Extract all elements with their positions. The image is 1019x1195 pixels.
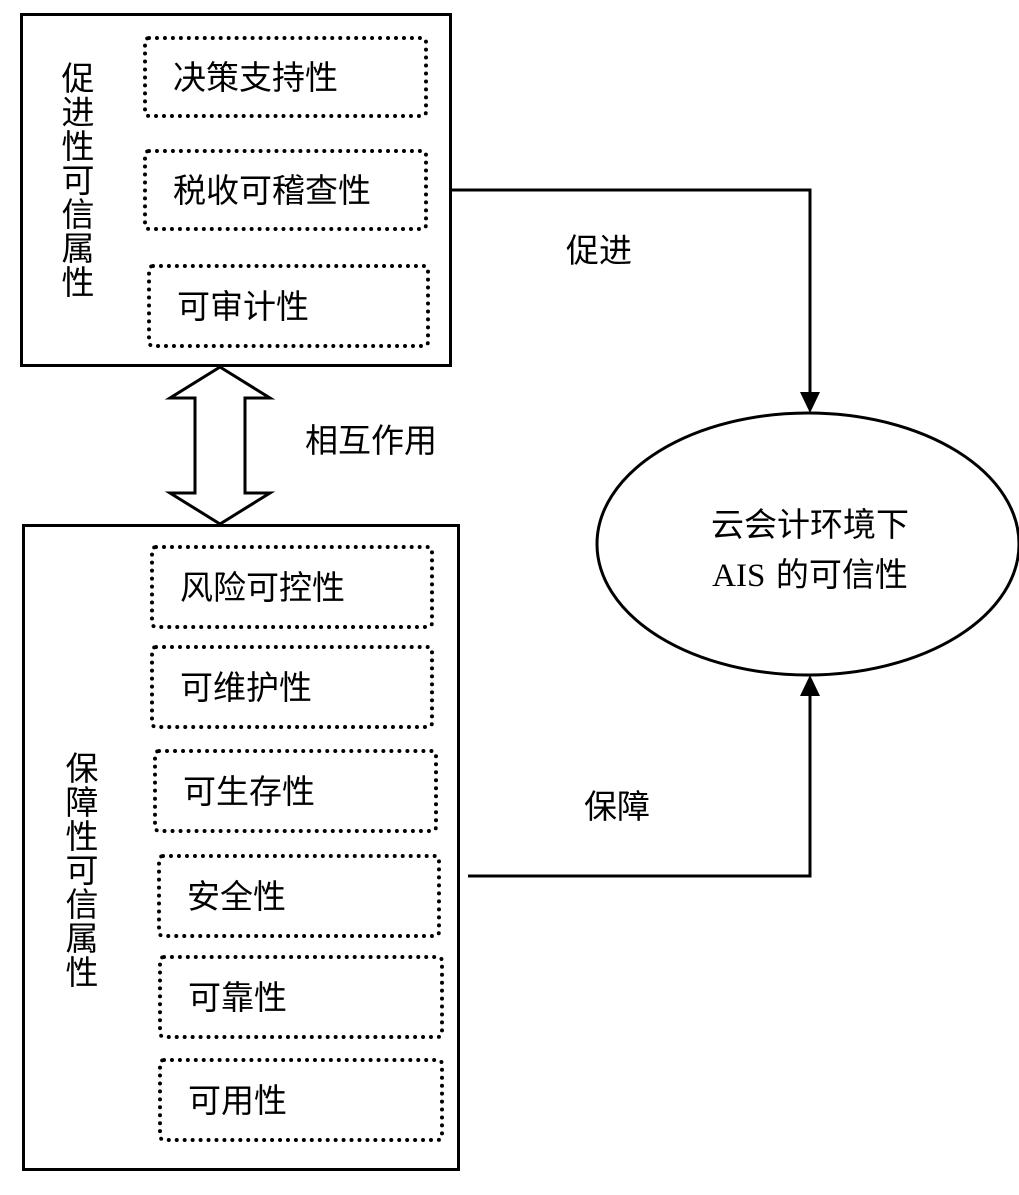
title-char: 进 <box>61 92 95 132</box>
title-char: 性 <box>65 816 99 856</box>
attribute-risk-controllability: 风险可控性 <box>150 545 434 629</box>
title-char: 性 <box>65 952 99 992</box>
interaction-label: 相互作用 <box>305 421 437 460</box>
title-char: 属 <box>65 918 99 958</box>
target-ellipse <box>595 411 1019 677</box>
title-char: 属 <box>61 228 95 268</box>
title-char: 性 <box>61 262 95 302</box>
promote-arrowhead <box>800 392 820 413</box>
title-char: 促 <box>61 59 95 98</box>
attribute-reliability: 可靠性 <box>158 955 444 1039</box>
target-line1: 云会计环境下 <box>711 505 909 544</box>
guarantee-connector <box>468 693 812 878</box>
target-line2-rest: 的可信性 <box>765 555 908 594</box>
attribute-availability: 可用性 <box>158 1058 444 1142</box>
attribute-decision-support: 决策支持性 <box>143 36 428 118</box>
title-char: 性 <box>61 126 95 166</box>
promoting-attributes-title: 促 进 性 可 信 属 性 <box>58 62 98 300</box>
title-char: 可 <box>61 160 95 200</box>
attribute-auditability: 可审计性 <box>147 264 430 348</box>
guarantee-arrowhead <box>800 675 820 696</box>
promote-connector <box>452 188 812 395</box>
attribute-survivability: 可生存性 <box>153 749 438 833</box>
attribute-security: 安全性 <box>157 854 441 938</box>
target-line2: AIS 的可信性 <box>600 550 1019 601</box>
title-char: 信 <box>61 194 95 234</box>
title-char: 可 <box>65 850 99 890</box>
title-char: 信 <box>65 884 99 924</box>
target-ellipse-text: 云会计环境下 AIS 的可信性 <box>600 500 1019 601</box>
target-line2-latin: AIS <box>712 558 766 594</box>
title-char: 障 <box>65 782 99 822</box>
guaranteeing-attributes-group <box>22 524 460 1171</box>
attribute-maintainability: 可维护性 <box>150 645 434 729</box>
interaction-double-arrow <box>164 365 276 526</box>
title-char: 保 <box>65 749 99 788</box>
guarantee-label: 保障 <box>584 787 650 826</box>
promoting-attributes-group <box>20 13 452 367</box>
promote-label: 促进 <box>566 231 632 270</box>
attribute-tax-auditability: 税收可稽查性 <box>143 149 428 231</box>
guaranteeing-attributes-title: 保 障 性 可 信 属 性 <box>62 752 102 990</box>
